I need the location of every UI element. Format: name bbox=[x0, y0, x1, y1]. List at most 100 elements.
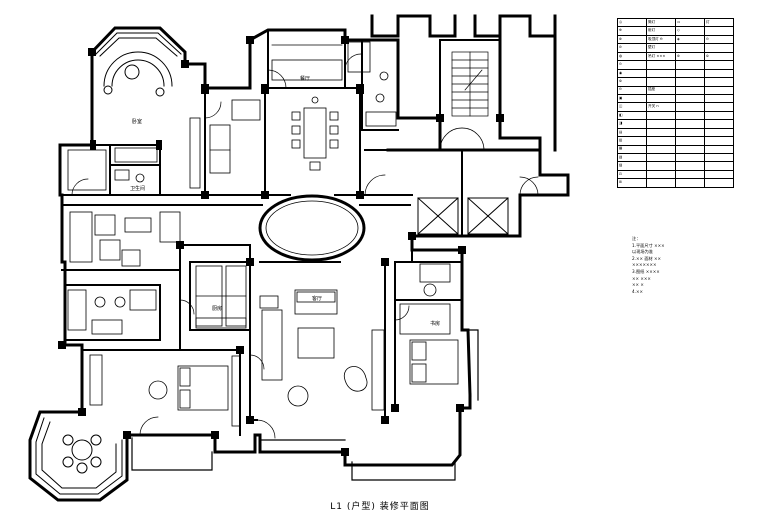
legend-row: ▦ bbox=[617, 144, 734, 155]
legend-cell: ▭ bbox=[675, 17, 705, 28]
bedroom-lower-left bbox=[89, 354, 241, 427]
legend-cell: ⊘ bbox=[617, 43, 647, 53]
legend-cell: ⊙ bbox=[617, 60, 647, 70]
legend-cell: ▣ bbox=[617, 93, 647, 104]
living-room-furniture bbox=[259, 289, 385, 411]
legend-cell: ▦ bbox=[617, 144, 647, 155]
legend-cell: ⊡ bbox=[617, 169, 647, 180]
room-labels: 卧室 客厅 餐厅 卫生间 厨房 书房 bbox=[130, 75, 440, 327]
legend-cell bbox=[675, 60, 705, 70]
legend-cell bbox=[675, 152, 705, 163]
legend-cell bbox=[704, 60, 734, 70]
legend-cell bbox=[646, 127, 676, 138]
legend-cell: ▥ bbox=[617, 136, 647, 146]
kitchen-top bbox=[271, 44, 343, 81]
legend-cell: ◈ bbox=[675, 34, 705, 45]
legend-cell bbox=[646, 169, 676, 180]
legend-cell: 吊灯 ××× bbox=[646, 51, 676, 62]
left-lounge-furniture bbox=[69, 211, 181, 267]
legend-cell bbox=[704, 144, 734, 155]
legend-cell bbox=[704, 127, 734, 138]
legend-row: ▥ bbox=[617, 136, 734, 146]
legend-cell: 开关 n bbox=[646, 102, 676, 112]
legend-cell: ⊜ bbox=[704, 51, 734, 62]
legend-row: ⊚ bbox=[617, 77, 734, 87]
legend-cell bbox=[704, 102, 734, 112]
legend-row: ◧ bbox=[617, 110, 734, 121]
legend-row: ◫开关 n bbox=[617, 102, 734, 112]
legend-cell: 射灯 bbox=[646, 26, 676, 36]
legend-cell: 插座 bbox=[646, 85, 676, 95]
legend-cell bbox=[704, 85, 734, 95]
legend-cell: ⊞ bbox=[617, 178, 647, 188]
legend-cell bbox=[704, 68, 734, 79]
legend-cell: ⊚ bbox=[617, 77, 647, 87]
legend-row: ▨ bbox=[617, 161, 734, 171]
legend-cell bbox=[704, 77, 734, 87]
room-label-dining: 餐厅 bbox=[300, 75, 310, 82]
room-label-bath: 卫生间 bbox=[130, 185, 145, 192]
legend-cell bbox=[704, 152, 734, 163]
dining-table bbox=[291, 96, 339, 171]
legend-cell: ◧ bbox=[617, 110, 647, 121]
legend-row: ▤ bbox=[617, 127, 734, 138]
legend-cell: ▤ bbox=[617, 127, 647, 138]
legend-cell bbox=[646, 178, 676, 188]
legend-row: ◉ bbox=[617, 68, 734, 79]
legend-cell: 筒灯 bbox=[646, 17, 676, 28]
legend-cell bbox=[646, 144, 676, 155]
door-swings bbox=[71, 53, 539, 439]
legend-cell bbox=[675, 93, 705, 104]
legend-cell: ◨ bbox=[617, 119, 647, 129]
legend-cell bbox=[646, 93, 676, 104]
legend-row: ◨ bbox=[617, 119, 734, 129]
drawing-title: L1 (户型) 装修平面图 bbox=[330, 502, 430, 512]
legend-cell bbox=[675, 110, 705, 121]
wall-columns bbox=[58, 36, 504, 456]
legend-cell bbox=[646, 136, 676, 146]
legend-row: ◍吊灯 ×××⊛⊜ bbox=[617, 51, 734, 62]
legend-row: ⊡ bbox=[617, 169, 734, 180]
legend-cell: ◫ bbox=[617, 102, 647, 112]
oval-rotunda bbox=[258, 194, 366, 262]
legend-cell bbox=[675, 77, 705, 87]
bathroom-top-left bbox=[67, 147, 158, 191]
legend-cell bbox=[675, 119, 705, 129]
legend-cell bbox=[646, 119, 676, 129]
legend-cell bbox=[704, 26, 734, 36]
note-line: 2.×× 面材 ×× bbox=[632, 255, 662, 261]
note-line: 1.平面尺寸 ××× bbox=[632, 242, 665, 248]
bathroom-top-right bbox=[347, 41, 397, 127]
legend-cell bbox=[646, 60, 676, 70]
legend-row: ⊙ bbox=[617, 60, 734, 70]
legend-cell bbox=[704, 178, 734, 188]
legend-cell bbox=[675, 136, 705, 146]
legend-cell bbox=[704, 43, 734, 53]
legend-row: ⊘壁灯 bbox=[617, 43, 734, 53]
legend-cell bbox=[675, 127, 705, 138]
legend-cell bbox=[704, 93, 734, 104]
legend-row: ⊞ bbox=[617, 178, 734, 188]
note-line: ×× × bbox=[632, 282, 644, 288]
legend-cell bbox=[646, 68, 676, 79]
legend-cell: ⊕ bbox=[617, 26, 647, 36]
legend-row: ◎筒灯▭灯 bbox=[617, 17, 734, 28]
legend-table: ◎筒灯▭灯⊕射灯◇⊗吸顶灯 ⊖◈⊙⊘壁灯◍吊灯 ×××⊛⊜⊙◉⊚⊝插座▣◫开关 … bbox=[617, 17, 734, 188]
balconies bbox=[131, 329, 479, 481]
note-line: 注： bbox=[632, 236, 641, 241]
legend-cell: 壁灯 bbox=[646, 43, 676, 53]
legend-cell bbox=[675, 169, 705, 180]
legend-cell: ◍ bbox=[617, 51, 647, 62]
top-left-room-furniture bbox=[189, 99, 261, 189]
legend-cell bbox=[704, 136, 734, 146]
legend-cell bbox=[675, 178, 705, 188]
legend-cell bbox=[704, 169, 734, 180]
legend-cell bbox=[646, 161, 676, 171]
legend-cell: ⊛ bbox=[675, 51, 705, 62]
room-label-kitchen: 厨房 bbox=[212, 305, 222, 312]
legend-cell bbox=[646, 110, 676, 121]
interior-walls bbox=[61, 29, 501, 436]
elevators bbox=[417, 197, 509, 235]
